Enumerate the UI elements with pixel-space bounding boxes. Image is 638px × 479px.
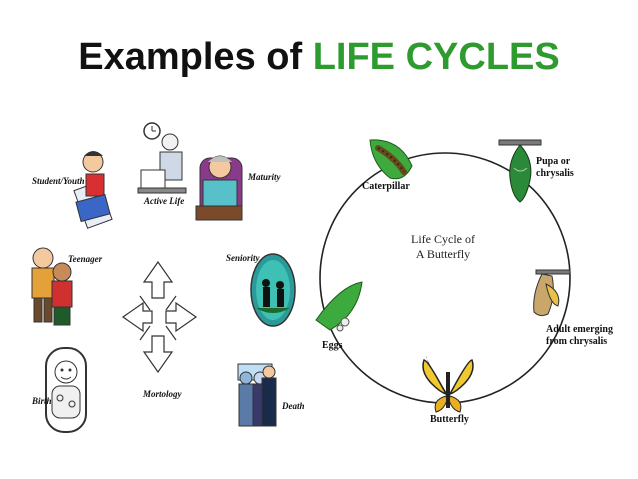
label-butterfly: Butterfly	[430, 414, 469, 425]
eggs-on-leaf-icon	[315, 281, 363, 332]
office-worker-icon	[137, 122, 187, 194]
student-reading-icon	[73, 151, 113, 229]
mortology-arrows-icon	[121, 260, 198, 374]
label-birth: Birth	[32, 396, 52, 406]
caterpillar-icon	[369, 139, 413, 180]
label-eggs: Eggs	[322, 340, 343, 351]
label-seniority: Seniority	[226, 253, 260, 263]
label-adult-line2: from chrysalis	[546, 336, 608, 347]
funeral-icon	[237, 363, 277, 427]
label-death: Death	[282, 401, 305, 411]
label-pupa-line1: Pupa or	[536, 156, 571, 167]
cycle-ring	[319, 152, 571, 404]
label-mortology: Mortology	[143, 389, 182, 399]
label-pupa: Pupa or chrysalis	[536, 156, 574, 180]
label-active-life: Active Life	[144, 196, 185, 206]
label-adult-line1: Adult emerging	[546, 324, 613, 335]
label-student-youth: Student/Youth	[32, 176, 85, 186]
butterfly-cycle-center-title: Life Cycle of A Butterfly	[398, 232, 488, 262]
label-maturity: Maturity	[248, 172, 281, 182]
title-part2: LIFE CYCLES	[312, 36, 560, 78]
butterfly-icon	[422, 356, 474, 413]
senior-couple-icon	[250, 253, 296, 327]
center-title-line1: Life Cycle of	[411, 232, 475, 246]
page-title: Examples of LIFE CYCLES	[0, 36, 638, 79]
label-teenager: Teenager	[68, 254, 103, 264]
label-caterpillar: Caterpillar	[362, 181, 410, 192]
mature-man-icon	[195, 155, 243, 221]
pupa-chrysalis-icon	[498, 139, 542, 203]
title-part1: Examples of	[78, 36, 303, 78]
label-adult-emerging: Adult emerging from chrysalis	[546, 324, 613, 348]
center-title-line2: A Butterfly	[415, 247, 471, 261]
teen-friends-icon	[31, 247, 73, 326]
baby-icon	[45, 347, 87, 433]
adult-emerging-icon	[533, 269, 571, 317]
label-pupa-line2: chrysalis	[536, 168, 574, 179]
